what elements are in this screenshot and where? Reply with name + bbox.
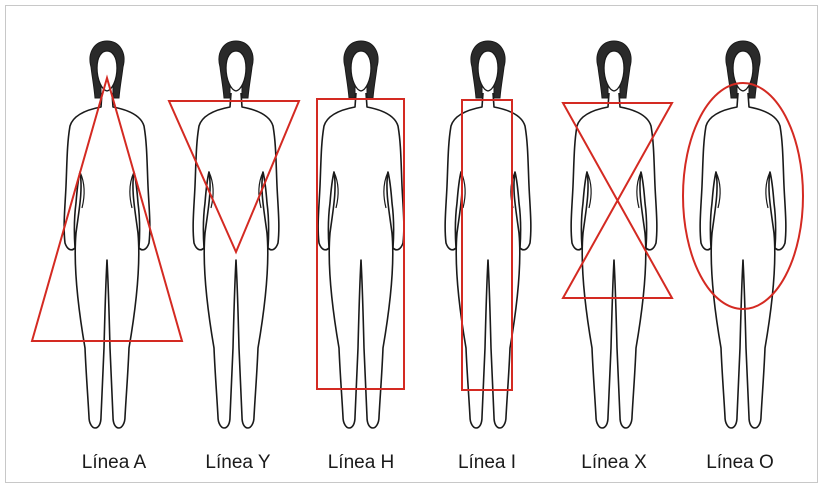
woman-silhouette [64,41,150,428]
label-linea-y: Línea Y [205,452,270,474]
figure-i [445,41,531,428]
figure-y [169,41,299,428]
figure-o [683,41,803,428]
label-linea-o: Línea O [706,452,774,474]
label-linea-h: Línea H [328,452,395,474]
figure-x [563,41,672,428]
woman-silhouette [193,41,279,428]
figure-a [32,41,182,428]
label-linea-a: Línea A [82,452,146,474]
label-linea-x: Línea X [581,452,647,474]
figure-h [317,41,404,428]
woman-silhouette [571,41,657,428]
label-linea-i: Línea I [458,452,516,474]
labels-row: Línea A Línea Y Línea H Línea I Línea X … [0,452,824,482]
